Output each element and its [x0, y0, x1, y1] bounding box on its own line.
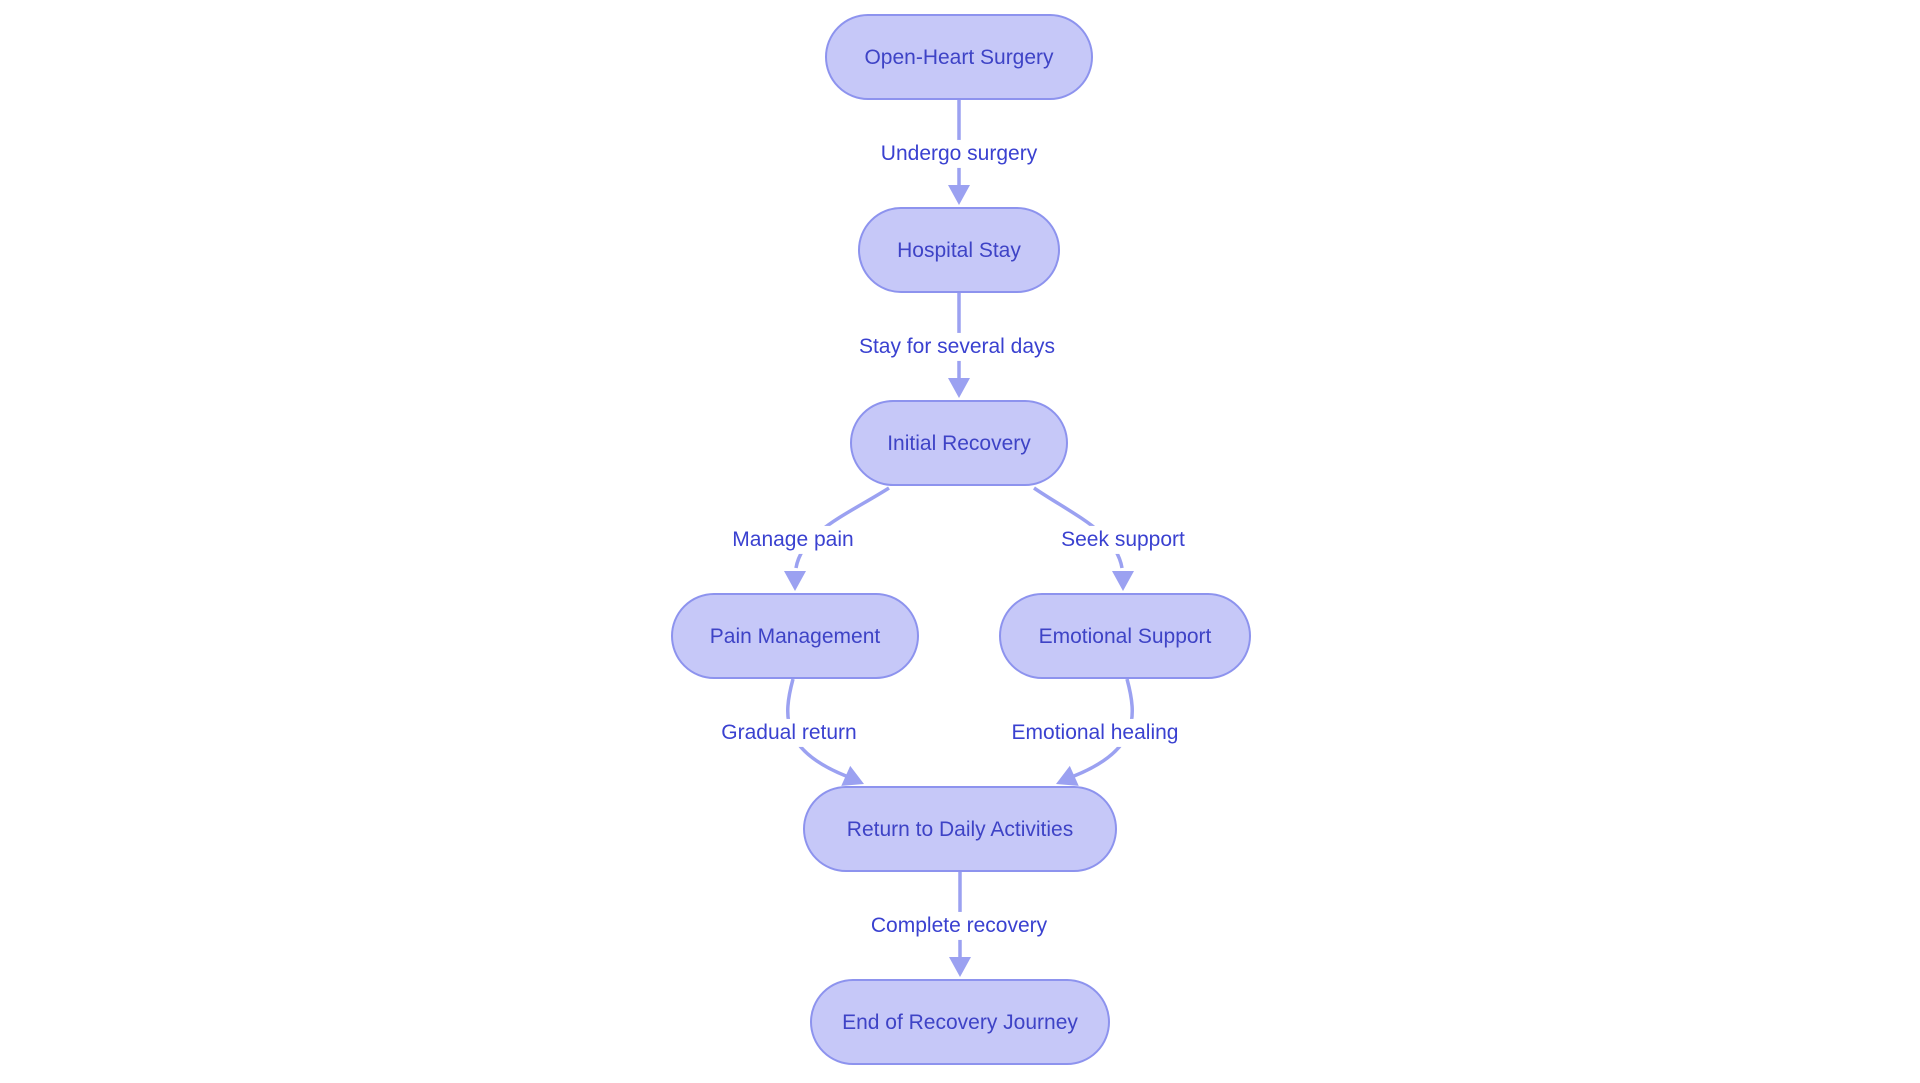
- edge-label-stay-several-days: Stay for several days: [851, 332, 1063, 362]
- edge-label-undergo-surgery: Undergo surgery: [873, 139, 1045, 169]
- arrowhead-pain-management: [784, 571, 806, 591]
- node-open-heart-surgery: Open-Heart Surgery: [825, 14, 1093, 100]
- edge-label-manage-pain: Manage pain: [725, 525, 861, 555]
- edge-initial-recovery-to-emotional-support: [1033, 486, 1124, 569]
- arrowhead-return-left: [841, 765, 864, 786]
- arrowhead-hospital-stay: [948, 185, 970, 205]
- node-initial-recovery: Initial Recovery: [850, 400, 1068, 486]
- node-hospital-stay: Hospital Stay: [858, 207, 1060, 293]
- node-pain-management: Pain Management: [671, 593, 919, 679]
- edge-label-seek-support: Seek support: [1054, 525, 1192, 555]
- arrowhead-return-right: [1056, 765, 1079, 786]
- edge-initial-recovery-to-pain-management: [794, 486, 890, 569]
- node-end-of-recovery-journey: End of Recovery Journey: [810, 979, 1110, 1065]
- arrowhead-initial-recovery: [948, 378, 970, 398]
- arrowhead-emotional-support: [1112, 571, 1134, 591]
- node-return-to-daily-activities: Return to Daily Activities: [803, 786, 1117, 872]
- node-emotional-support: Emotional Support: [999, 593, 1251, 679]
- edge-label-complete-recovery: Complete recovery: [863, 911, 1055, 941]
- edge-label-gradual-return: Gradual return: [714, 718, 864, 748]
- edge-label-emotional-healing: Emotional healing: [1004, 718, 1186, 748]
- arrowhead-end-of-journey: [949, 957, 971, 977]
